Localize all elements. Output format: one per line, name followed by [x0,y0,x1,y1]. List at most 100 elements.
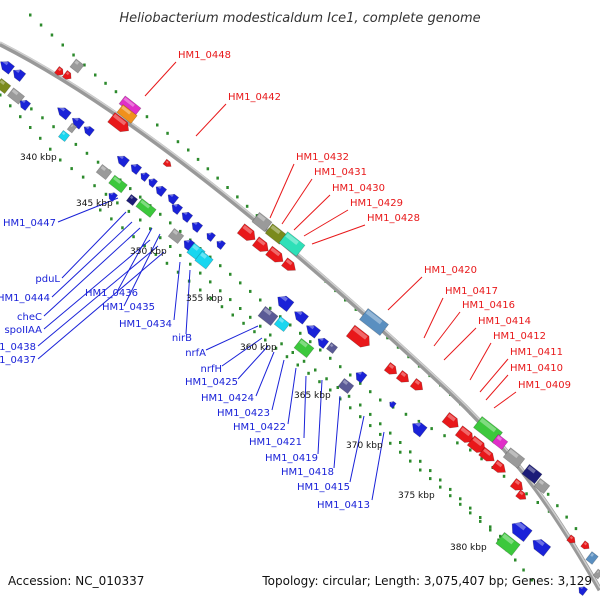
label-leader [255,351,275,397]
label-leader [281,178,313,225]
kbp-tick-label: 365 kbp [294,391,331,401]
tick-dot [449,494,452,498]
label-leader [485,374,509,401]
label-leader [317,379,323,455]
label-leader [479,358,509,393]
gene-arrow [167,227,185,245]
tick-dot [209,255,212,259]
tick-dot [359,381,362,385]
label-leader [37,251,165,360]
tick-dot [19,115,22,119]
label-leader [293,194,331,231]
gene-arrow [578,585,589,597]
gene-arrow [355,370,368,384]
label-leader [303,375,307,439]
tick-dot [259,298,262,302]
gene-arrow [466,435,486,453]
tick-dot [399,450,402,454]
tick-dot [399,441,402,444]
tick-dot [206,167,210,171]
gene-arrow [251,236,269,252]
gene-arrow [294,309,310,325]
gene-arrow [337,377,355,395]
tick-dot [556,504,559,508]
gene-arrow [171,202,184,216]
tick-dot [525,492,528,496]
tick-dot [480,457,483,461]
map-title: Heliobacterium modesticaldum Ice1, compl… [119,11,480,26]
label-leader [37,245,159,347]
tick-dot [409,459,412,463]
tick-dot [253,330,256,334]
label-leader [311,224,366,245]
tick-dot [347,394,351,398]
label-leader [469,342,492,381]
tick-dot [302,359,306,363]
tick-dot [269,306,272,310]
gene-arrow [216,239,227,251]
label-leader [43,227,141,317]
gene-arrow [0,77,12,95]
gene-arrow [511,519,533,543]
tick-dot [404,412,408,416]
gene-label: nrfA [185,348,206,359]
tick-dot [143,244,146,248]
gene-label: HM1_0425 [185,377,238,388]
tick-dot [39,23,43,27]
label-leader [221,337,263,367]
gene-label: HM1_0415 [297,482,350,493]
tick-dot [249,289,252,293]
tick-dot [379,432,382,436]
tick-dot [379,398,382,402]
tick-dot [439,478,442,482]
tick-dot [430,427,433,431]
gene-arrow [306,323,322,339]
tick-dot [0,93,2,97]
tick-dot [59,158,62,162]
tick-dot [417,419,421,423]
label-leader [61,211,127,279]
label-leader [51,221,133,298]
tick-dot [209,280,212,284]
tick-dot [50,33,54,37]
tick-dot [165,261,169,265]
tick-dot [389,441,392,445]
gene-label: HM1_0421 [249,437,302,448]
tick-dot [274,346,278,350]
gene-label: HM1_0411 [510,347,563,358]
label-leader [287,367,297,425]
gene-label: HM1_0430 [332,183,385,194]
tick-dot [179,229,182,233]
tick-dot [514,558,517,562]
tick-dot [39,136,42,140]
gene-label: pduL [35,274,60,285]
tick-dot [318,380,321,384]
tick-dot [121,226,124,230]
label-leader [443,327,477,361]
tick-dot [94,73,97,77]
kbp-tick-label: 350 kbp [130,247,167,257]
gene-label: HM1_0416 [462,300,515,311]
gene-label: HM1_0428 [367,213,420,224]
gene-label: nrfH [201,364,223,375]
label-leader [43,239,151,330]
gene-label: HM1_0448 [178,50,231,61]
tick-dot [196,157,200,161]
tick-dot [329,388,332,392]
kbp-tick-label: 340 kbp [20,153,57,163]
tick-dot [449,487,452,491]
tick-dot [145,115,149,119]
gene-arrow [441,411,459,429]
tick-dot [259,324,262,328]
gene-arrow [57,129,71,143]
tick-dot [359,415,362,419]
label-leader [271,359,285,411]
tick-dot [236,195,239,199]
tick-dot [176,140,180,144]
tick-dot [216,176,219,180]
gene-arrow [521,463,543,485]
tick-dot [280,342,283,346]
gene-arrow [83,125,95,137]
gene-label: HM1_0412 [493,331,546,342]
